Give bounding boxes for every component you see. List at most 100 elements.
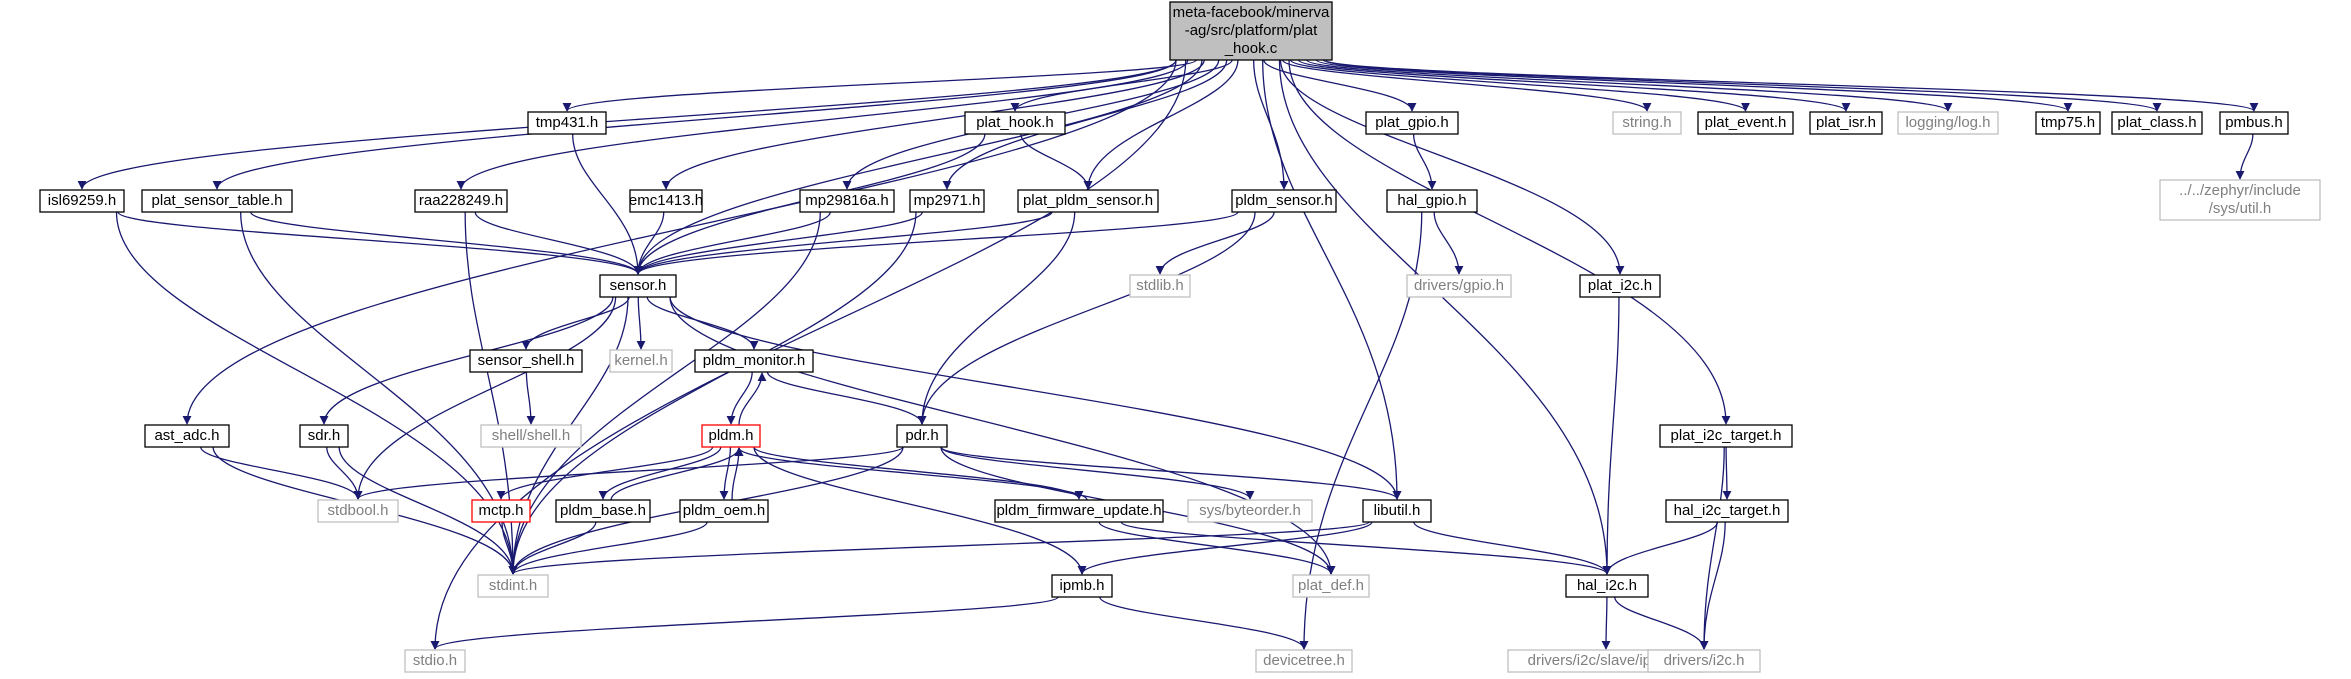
edge — [1699, 521, 1726, 650]
node-label: plat_event.h — [1705, 114, 1787, 131]
node-label: pldm_sensor.h — [1235, 192, 1333, 209]
node-plat-sensor-table[interactable]: plat_sensor_table.h — [141, 189, 293, 213]
node-tmp75[interactable]: tmp75.h — [2035, 111, 2101, 135]
edge-plat-hook-c-to-pldm-sensor — [1252, 59, 1289, 190]
node-stdint[interactable]: stdint.h — [477, 574, 549, 598]
node-pldm-firmware-update[interactable]: pldm_firmware_update.h — [994, 499, 1164, 523]
edge-ipmb-to-devicetree — [1099, 596, 1309, 650]
node-plat-class[interactable]: plat_class.h — [2111, 111, 2203, 135]
node-box — [909, 189, 985, 213]
edge — [646, 296, 759, 350]
node-stdlib[interactable]: stdlib.h — [1129, 274, 1191, 298]
node-mctp[interactable]: mctp.h — [471, 499, 531, 523]
node-box — [1647, 649, 1761, 673]
node-ast-adc[interactable]: ast_adc.h — [144, 424, 230, 448]
node-hal-gpio[interactable]: hal_gpio.h — [1386, 189, 1478, 213]
node-sensor[interactable]: sensor.h — [599, 274, 677, 298]
node-pldm-base[interactable]: pldm_base.h — [555, 499, 651, 523]
node-stdbool[interactable]: stdbool.h — [317, 499, 399, 523]
node-plat-gpio[interactable]: plat_gpio.h — [1365, 111, 1459, 135]
edge — [633, 211, 1053, 275]
edge-pdr-to-stdbool — [353, 446, 904, 500]
node-stdio[interactable]: stdio.h — [404, 649, 466, 673]
edge-pldm-to-pldm-oem — [719, 446, 732, 500]
node-libutil[interactable]: libutil.h — [1362, 499, 1432, 523]
node-plat-def[interactable]: plat_def.h — [1292, 574, 1370, 598]
edge — [1083, 59, 1239, 190]
edge — [1602, 521, 1719, 575]
edge-plat-hook-c-to-plat-i2c — [1279, 59, 1625, 275]
node-label: isl69259.h — [48, 192, 116, 209]
node-plat-hook-h[interactable]: plat_hook.h — [964, 111, 1066, 135]
node-mp29816a[interactable]: mp29816a.h — [799, 189, 895, 213]
edge — [353, 446, 904, 500]
edge-hal-gpio-to-devicetree — [1299, 211, 1423, 650]
node-zephyr-util[interactable]: ../../zephyr/include/sys/util.h — [2159, 179, 2321, 221]
node-drivers-gpio[interactable]: drivers/gpio.h — [1406, 274, 1512, 298]
node-logging[interactable]: logging/log.h — [1897, 111, 1999, 135]
edge-plat-hook-c-to-string — [1282, 59, 1652, 112]
node-kernel[interactable]: kernel.h — [609, 349, 673, 373]
node-pdr[interactable]: pdr.h — [896, 424, 948, 448]
edge-pldm-to-pldm-monitor — [738, 372, 767, 426]
node-plat-pldm-sensor[interactable]: plat_pldm_sensor.h — [1017, 189, 1159, 213]
edge — [1614, 596, 1709, 650]
node-pldm[interactable]: pldm.h — [701, 424, 761, 448]
node-hal-i2c[interactable]: hal_i2c.h — [1565, 574, 1649, 598]
node-box — [477, 574, 549, 598]
node-label: meta-facebook/minerva — [1173, 4, 1330, 21]
node-pldm-sensor[interactable]: pldm_sensor.h — [1231, 189, 1337, 213]
edge — [1263, 59, 1417, 112]
node-tmp431[interactable]: tmp431.h — [527, 111, 607, 135]
node-byteorder[interactable]: sys/byteorder.h — [1187, 499, 1313, 523]
edge-pldm-sensor-to-pdr — [917, 211, 1256, 425]
node-sensor-shell[interactable]: sensor_shell.h — [469, 349, 583, 373]
edge — [610, 447, 744, 501]
edge-ast-adc-to-stdbool — [200, 446, 363, 500]
edge — [200, 446, 363, 500]
node-plat-event[interactable]: plat_event.h — [1697, 111, 1794, 135]
node-box — [480, 424, 582, 448]
edge — [508, 521, 708, 575]
node-mp2971[interactable]: mp2971.h — [909, 189, 985, 213]
node-sdr[interactable]: sdr.h — [299, 424, 349, 448]
node-ipmb[interactable]: ipmb.h — [1051, 574, 1113, 598]
node-emc1413[interactable]: emc1413.h — [629, 189, 703, 213]
node-pmbus[interactable]: pmbus.h — [2219, 111, 2289, 135]
node-plat-i2c[interactable]: plat_i2c.h — [1579, 274, 1661, 298]
node-box — [599, 274, 677, 298]
node-plat-i2c-target[interactable]: plat_i2c_target.h — [1659, 424, 1793, 448]
node-devicetree[interactable]: devicetree.h — [1255, 649, 1353, 673]
node-pldm-monitor[interactable]: pldm_monitor.h — [694, 349, 814, 373]
edge-plat-hook-c-to-stdio — [430, 59, 1187, 650]
node-label: drivers/i2c/slave/ipmb.h — [1528, 652, 1685, 669]
node-label: sys/byteorder.h — [1199, 502, 1301, 519]
node-plat-isr[interactable]: plat_isr.h — [1809, 111, 1883, 135]
node-pldm-oem[interactable]: pldm_oem.h — [679, 499, 769, 523]
node-label: hal_gpio.h — [1397, 192, 1466, 209]
edge — [1120, 521, 1612, 575]
node-box — [1129, 274, 1191, 298]
node-box — [39, 189, 125, 213]
edge — [1077, 521, 1373, 575]
node-hal-i2c-target[interactable]: hal_i2c_target.h — [1665, 499, 1789, 523]
edge — [940, 446, 1402, 500]
node-label: sdr.h — [308, 427, 341, 444]
node-box — [994, 499, 1164, 523]
edge-plat-pldm-sensor-to-pdr — [917, 211, 1076, 425]
edge — [1282, 59, 1652, 112]
node-drivers-i2c[interactable]: drivers/i2c.h — [1647, 649, 1761, 673]
node-label: ipmb.h — [1059, 577, 1104, 594]
node-box — [1809, 111, 1883, 135]
node-plat-hook-c[interactable]: meta-facebook/minerva-ag/src/platform/pl… — [1169, 1, 1333, 61]
node-raa228249[interactable]: raa228249.h — [414, 189, 508, 213]
graph-nodes: meta-facebook/minerva-ag/src/platform/pl… — [39, 1, 2321, 673]
edge — [636, 296, 646, 350]
edge — [1098, 521, 1336, 575]
edge — [508, 521, 597, 575]
node-string[interactable]: string.h — [1612, 111, 1682, 135]
node-isl69259[interactable]: isl69259.h — [39, 189, 125, 213]
node-shell[interactable]: shell/shell.h — [480, 424, 582, 448]
node-label: pldm_firmware_update.h — [996, 502, 1161, 519]
node-label: stdbool.h — [328, 502, 389, 519]
